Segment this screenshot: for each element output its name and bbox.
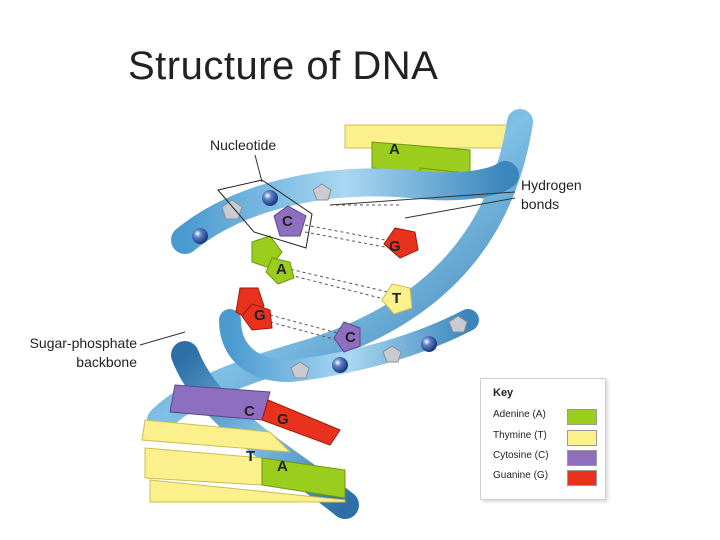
legend-key: Key Adenine (A) Thymine (T) Cytosine (C)… xyxy=(480,378,606,500)
base-guanine-top xyxy=(383,227,419,259)
backbone-label: Sugar-phosphate backbone xyxy=(14,334,137,372)
backbone-label-line2: backbone xyxy=(76,354,137,370)
base-letter-t-mid: T xyxy=(392,290,401,307)
base-cytosine-mid xyxy=(333,321,361,353)
legend-swatch-thymine xyxy=(567,430,597,446)
sugar-groups xyxy=(221,183,468,379)
legend-item-guanine: Guanine (G) xyxy=(493,470,597,486)
base-letter-c-bottom: C xyxy=(244,403,255,420)
legend-label-cytosine: Cytosine (C) xyxy=(493,450,549,461)
hydrogen-bonds-label-line1: Hydrogen xyxy=(521,177,582,193)
base-adenine-mid xyxy=(251,235,295,285)
leader-lines xyxy=(139,154,516,346)
nucleotide-outline xyxy=(217,179,313,249)
legend-item-adenine: Adenine (A) xyxy=(493,409,597,425)
base-cytosine-top xyxy=(273,205,307,237)
base-thymine-mid xyxy=(381,283,413,315)
page-title: Structure of DNA xyxy=(128,44,439,88)
legend-item-thymine: Thymine (T) xyxy=(493,430,597,446)
base-letter-a-mid: A xyxy=(276,261,287,278)
phosphate-groups xyxy=(192,190,437,373)
legend-label-guanine: Guanine (G) xyxy=(493,470,549,481)
legend-item-cytosine: Cytosine (C) xyxy=(493,450,597,466)
hydrogen-bonds-label-line2: bonds xyxy=(521,196,560,212)
legend-swatch-cytosine xyxy=(567,450,597,466)
base-letter-g-mid: G xyxy=(254,307,266,324)
bottom-base-pairs xyxy=(141,384,346,503)
legend-label-adenine: Adenine (A) xyxy=(493,409,546,420)
base-letter-g-bottom: G xyxy=(277,411,289,428)
hydrogen-bonds-label: Hydrogen bonds xyxy=(521,176,582,214)
legend-swatch-adenine xyxy=(567,409,597,425)
base-letter-t-bottom: T xyxy=(246,448,255,465)
base-letter-g-top: G xyxy=(389,238,401,255)
backbone-label-line1: Sugar-phosphate xyxy=(29,335,137,351)
nucleotide-label: Nucleotide xyxy=(210,137,277,153)
base-letter-a-bottom: A xyxy=(277,458,288,475)
legend-label-thymine: Thymine (T) xyxy=(493,430,547,441)
base-letter-a-top: A xyxy=(389,141,400,158)
legend-title: Key xyxy=(493,387,514,399)
base-letter-c-top: C xyxy=(282,213,293,230)
hydrogen-bond-lines xyxy=(269,204,400,343)
base-guanine-mid xyxy=(235,287,273,331)
base-letter-c-mid: C xyxy=(345,329,356,346)
legend-swatch-guanine xyxy=(567,470,597,486)
